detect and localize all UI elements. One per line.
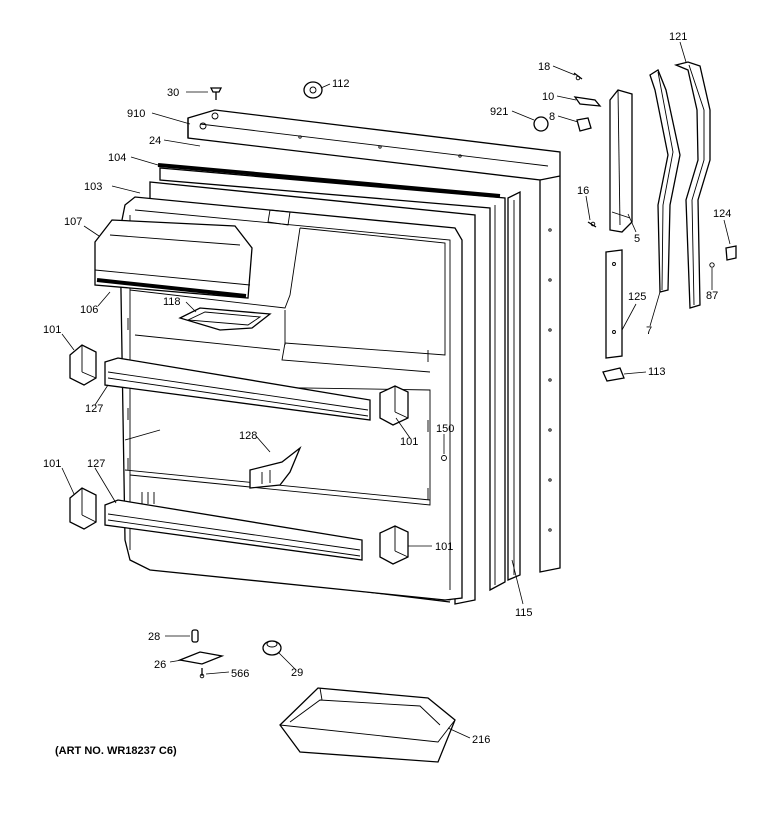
callout-104: 104 bbox=[108, 152, 126, 164]
callout-101: 101 bbox=[435, 541, 453, 553]
clip-124 bbox=[725, 245, 737, 261]
callout-26: 26 bbox=[154, 659, 166, 671]
block-113 bbox=[602, 367, 625, 382]
callout-5: 5 bbox=[634, 233, 640, 245]
screw-87 bbox=[709, 262, 715, 268]
lower-door-shelf bbox=[104, 499, 363, 561]
bracket-128 bbox=[249, 445, 302, 489]
leader-lines bbox=[61, 41, 731, 739]
callout-87: 87 bbox=[706, 290, 718, 302]
door-bin-216 bbox=[279, 687, 456, 763]
pin-28 bbox=[191, 629, 199, 643]
callout-101: 101 bbox=[43, 324, 61, 336]
callout-128: 128 bbox=[239, 430, 257, 442]
callout-106: 106 bbox=[80, 304, 98, 316]
callout-921: 921 bbox=[490, 106, 508, 118]
tray-part-118 bbox=[178, 307, 272, 331]
callout-115: 115 bbox=[515, 607, 533, 619]
callout-29: 29 bbox=[291, 667, 303, 679]
shim-10 bbox=[573, 96, 602, 107]
callout-113: 113 bbox=[648, 366, 666, 378]
callout-103: 103 bbox=[84, 181, 102, 193]
callout-8: 8 bbox=[549, 111, 555, 123]
dairy-compartment-door bbox=[94, 219, 253, 299]
callout-10: 10 bbox=[542, 91, 554, 103]
callout-216: 216 bbox=[472, 734, 490, 746]
plug-112 bbox=[303, 81, 323, 99]
callout-28: 28 bbox=[148, 631, 160, 643]
screw-30 bbox=[209, 87, 223, 100]
callout-125: 125 bbox=[628, 291, 646, 303]
callout-121: 121 bbox=[669, 31, 687, 43]
hinge-bracket-5 bbox=[609, 89, 633, 233]
door-gasket bbox=[157, 163, 506, 592]
plate-26 bbox=[177, 651, 225, 665]
callout-127: 127 bbox=[87, 458, 105, 470]
plug-29 bbox=[262, 640, 282, 656]
cover-125 bbox=[605, 249, 623, 359]
callout-118: 118 bbox=[163, 296, 181, 308]
door-hinge-strip bbox=[507, 190, 521, 581]
callout-127: 127 bbox=[85, 403, 103, 415]
outer-door-panel bbox=[187, 109, 561, 573]
handle-bar-7 bbox=[649, 69, 681, 293]
callout-24: 24 bbox=[149, 135, 161, 147]
handle-bar-121 bbox=[673, 61, 711, 309]
shelf-end-caps bbox=[69, 344, 409, 565]
callout-124: 124 bbox=[713, 208, 731, 220]
callout-101: 101 bbox=[43, 458, 61, 470]
callout-566: 566 bbox=[231, 668, 249, 680]
callout-112: 112 bbox=[332, 78, 350, 90]
cap-921 bbox=[533, 116, 549, 132]
bushing-8 bbox=[576, 117, 592, 132]
callout-150: 150 bbox=[436, 423, 454, 435]
callout-18: 18 bbox=[538, 61, 550, 73]
callout-7: 7 bbox=[646, 325, 652, 337]
art-number-caption: (ART NO. WR18237 C6) bbox=[55, 745, 177, 757]
callout-107: 107 bbox=[64, 216, 82, 228]
callout-910: 910 bbox=[127, 108, 145, 120]
callout-labels: 30 112 910 24 104 103 107 106 118 101 12… bbox=[43, 31, 731, 746]
screw-18 bbox=[573, 72, 583, 81]
callout-16: 16 bbox=[577, 185, 589, 197]
screw-150 bbox=[441, 455, 447, 461]
upper-door-shelf bbox=[104, 357, 371, 421]
callout-30: 30 bbox=[167, 87, 179, 99]
callout-101: 101 bbox=[400, 436, 418, 448]
screw-16 bbox=[587, 221, 597, 228]
screw-566 bbox=[199, 668, 205, 679]
